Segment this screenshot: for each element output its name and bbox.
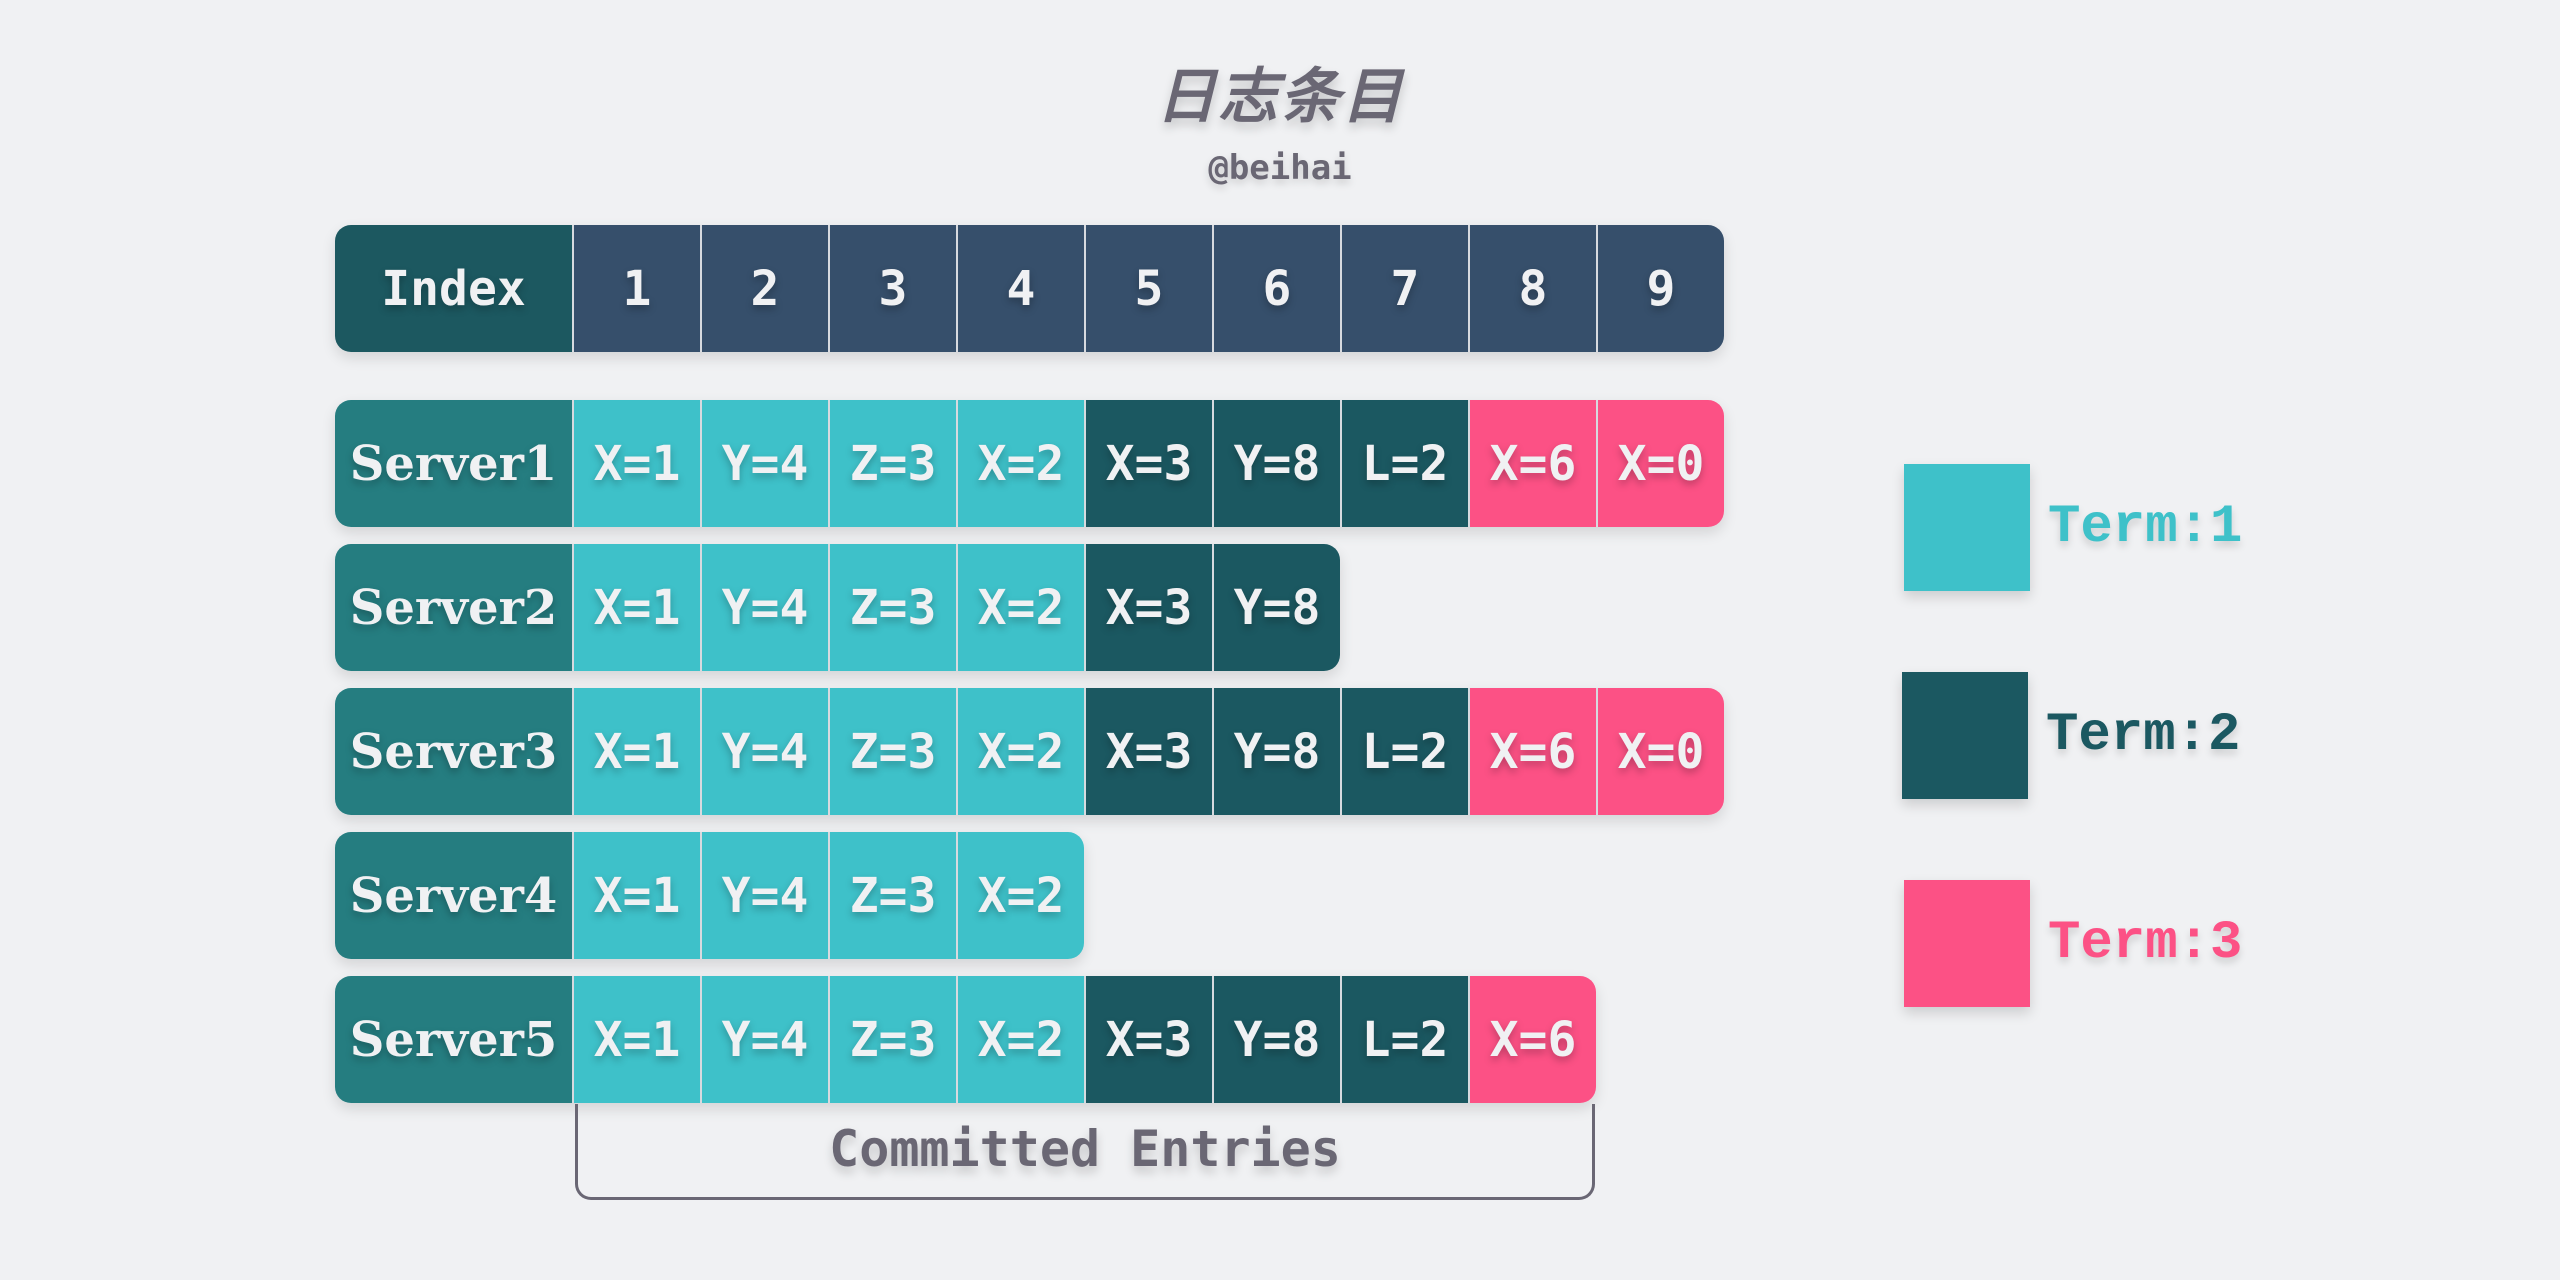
log-entry-term-1: X=2 xyxy=(956,688,1084,815)
log-entry-term-3: X=0 xyxy=(1596,400,1724,527)
log-entry-term-1: X=1 xyxy=(572,544,700,671)
log-entry-term-2: X=3 xyxy=(1084,688,1212,815)
log-entry-term-3: X=6 xyxy=(1468,688,1596,815)
log-entry-term-1: Z=3 xyxy=(828,688,956,815)
log-entry-term-2: Y=8 xyxy=(1212,400,1340,527)
log-entry-term-2: L=2 xyxy=(1340,976,1468,1103)
log-entry-term-2: X=3 xyxy=(1084,544,1212,671)
log-entry-term-1: Y=4 xyxy=(700,976,828,1103)
log-entry-term-1: Z=3 xyxy=(828,544,956,671)
log-entry-term-1: X=1 xyxy=(572,832,700,959)
index-cell: 7 xyxy=(1340,225,1468,352)
log-entry-term-1: X=2 xyxy=(956,976,1084,1103)
log-entry-term-2: Y=8 xyxy=(1212,688,1340,815)
index-cell: 2 xyxy=(700,225,828,352)
log-entry-term-2: L=2 xyxy=(1340,688,1468,815)
log-entry-term-1: Z=3 xyxy=(828,400,956,527)
index-cell: 5 xyxy=(1084,225,1212,352)
log-entry-term-1: Y=4 xyxy=(700,832,828,959)
committed-entries-label: Committed Entries xyxy=(829,1119,1341,1178)
log-entry-term-1: X=1 xyxy=(572,688,700,815)
log-entry-term-1: Y=4 xyxy=(700,544,828,671)
log-entry-term-3: X=6 xyxy=(1468,976,1596,1103)
diagram-title: 日志条目 xyxy=(1156,62,1404,132)
server-label: Server2 xyxy=(335,544,572,671)
log-entry-term-1: Y=4 xyxy=(700,688,828,815)
log-entry-term-2: X=3 xyxy=(1084,976,1212,1103)
committed-entries-bracket: Committed Entries xyxy=(575,1104,1595,1200)
log-entry-term-1: Y=4 xyxy=(700,400,828,527)
log-entry-term-1: X=2 xyxy=(956,400,1084,527)
index-cell: 8 xyxy=(1468,225,1596,352)
log-entry-term-1: Z=3 xyxy=(828,832,956,959)
log-entry-term-1: X=2 xyxy=(956,832,1084,959)
log-entry-term-1: X=2 xyxy=(956,544,1084,671)
index-header: Index xyxy=(335,225,572,352)
index-cell: 9 xyxy=(1596,225,1724,352)
index-cell: 3 xyxy=(828,225,956,352)
server-label: Server1 xyxy=(335,400,572,527)
server-label: Server5 xyxy=(335,976,572,1103)
log-entry-term-2: Y=8 xyxy=(1212,976,1340,1103)
log-entry-term-1: Z=3 xyxy=(828,976,956,1103)
legend-term-1: Term:1 xyxy=(1904,464,2242,591)
log-entry-term-3: X=0 xyxy=(1596,688,1724,815)
legend-label: Term:2 xyxy=(2046,705,2241,766)
term-2-swatch xyxy=(1902,672,2028,799)
server-label: Server4 xyxy=(335,832,572,959)
legend-term-3: Term:3 xyxy=(1904,880,2242,1007)
term-3-swatch xyxy=(1904,880,2030,1007)
author-credit: @beihai xyxy=(1208,148,1352,188)
log-entry-term-1: X=1 xyxy=(572,400,700,527)
log-entry-term-3: X=6 xyxy=(1468,400,1596,527)
legend-label: Term:3 xyxy=(2048,913,2243,974)
index-cell: 6 xyxy=(1212,225,1340,352)
log-entry-term-2: Y=8 xyxy=(1212,544,1340,671)
log-entry-term-1: X=1 xyxy=(572,976,700,1103)
legend-term-2: Term:2 xyxy=(1902,672,2240,799)
index-cell: 4 xyxy=(956,225,1084,352)
term-1-swatch xyxy=(1904,464,2030,591)
index-cell: 1 xyxy=(572,225,700,352)
legend-label: Term:1 xyxy=(2048,497,2243,558)
index-row: Index 1 2 3 4 5 6 7 8 9 xyxy=(335,225,1724,352)
server-label: Server3 xyxy=(335,688,572,815)
log-entry-term-2: X=3 xyxy=(1084,400,1212,527)
log-entry-term-2: L=2 xyxy=(1340,400,1468,527)
